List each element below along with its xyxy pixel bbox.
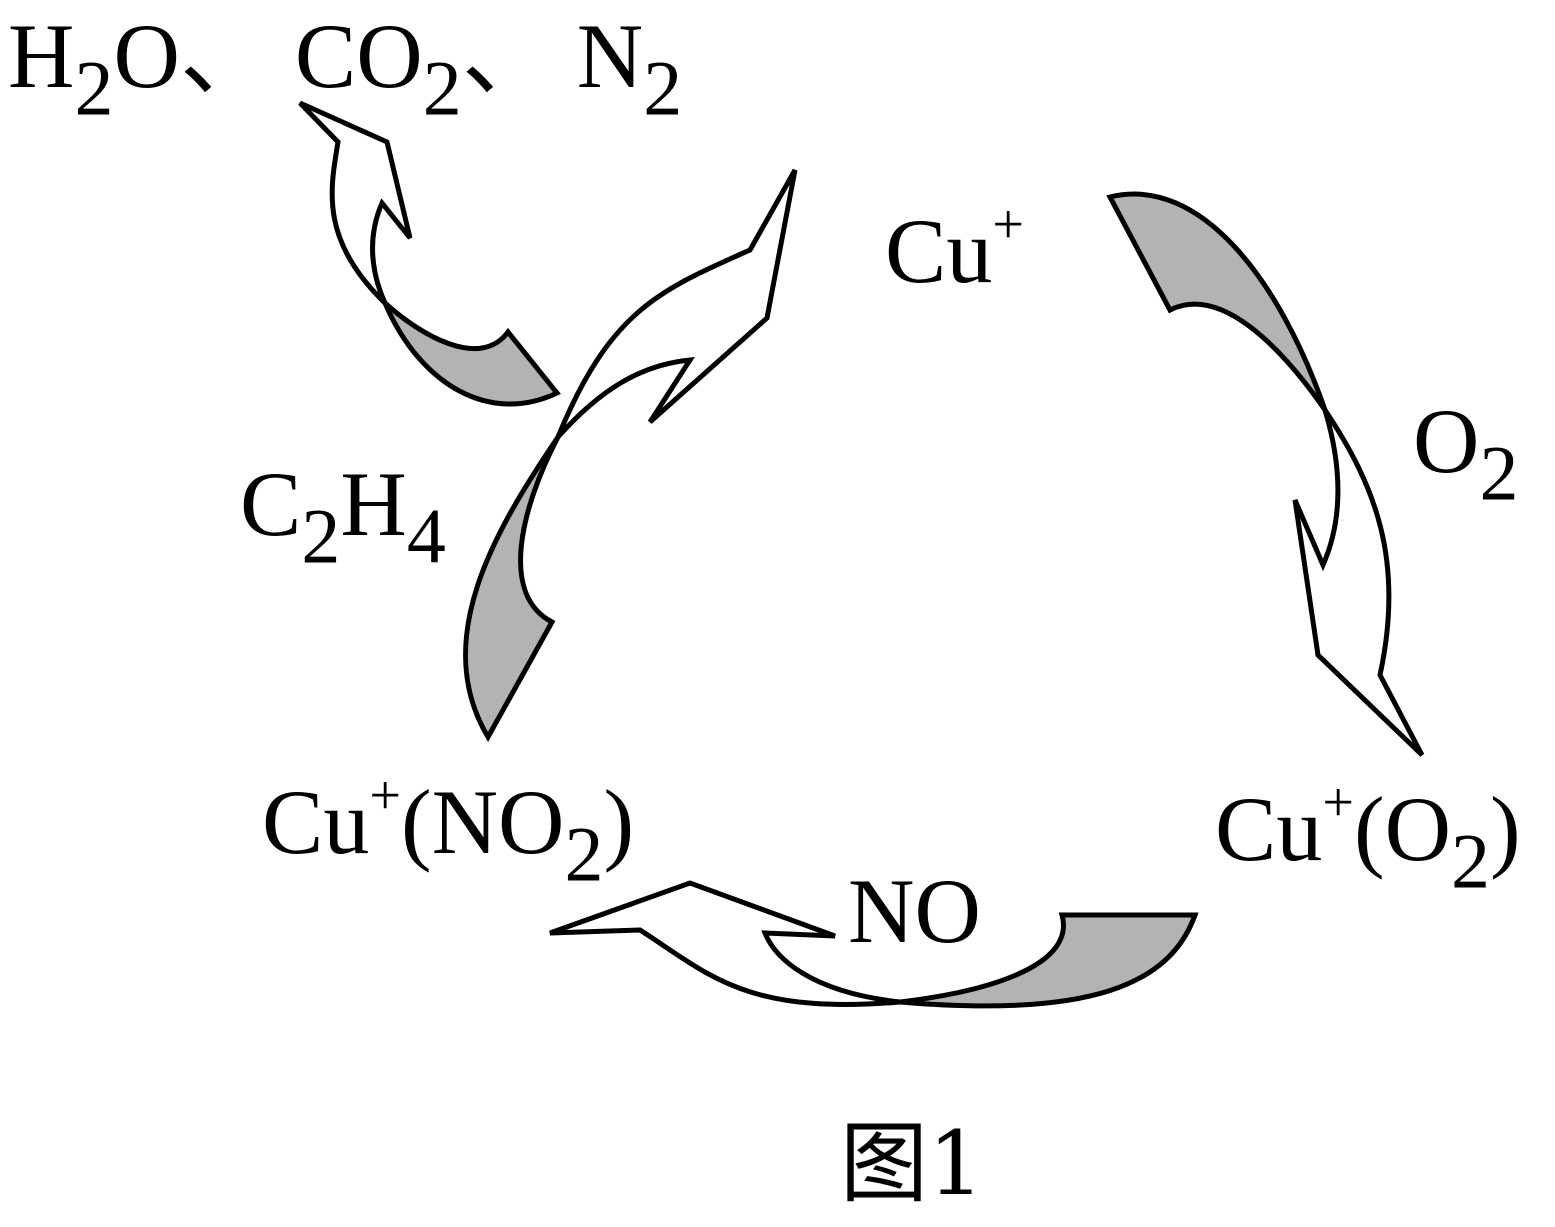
label-cu-plus: Cu+ [885,197,1024,297]
o-text: O、 [113,5,272,107]
sup: + [369,764,401,827]
sub: 2 [1479,429,1519,517]
arrow-tail-gray [382,301,561,407]
sub: 2 [643,44,683,132]
h-text: H [340,453,407,555]
label-cu-o2: Cu+(O2) [1215,775,1521,900]
arrow-head-white [549,880,901,1007]
sep: 、 [461,5,554,107]
arrow-head-white [1292,408,1425,757]
arrow-head-white [298,100,413,305]
arrow-tail-gray [1106,191,1328,412]
sub: 2 [74,44,114,132]
cu-text: Cu [1215,778,1323,880]
label-products: H2O、 CO2、 N2 [8,10,682,127]
co-text: CO [294,5,423,107]
paren: ) [1490,778,1521,880]
sup: + [1322,771,1354,834]
arrow-to-products [298,100,561,407]
sub: 4 [406,492,446,580]
sub: 2 [301,492,341,580]
figure-caption: 图1 [840,1112,984,1215]
sub: 2 [422,44,462,132]
h-text: H [8,5,75,107]
o-text: O [1413,390,1480,492]
c-text: C [240,453,302,555]
paren: ) [603,771,635,873]
sub: 2 [564,810,604,898]
arrow-cu-o2-to-cu-no2 [549,880,1199,1009]
arrow-cu-to-cu-o2 [1106,191,1425,757]
o-text: (O [1353,778,1452,880]
label-c2h4: C2H4 [240,458,446,575]
cu-text: Cu [885,200,993,302]
no-text: (NO [400,771,565,873]
label-no: NO [848,860,981,962]
label-cu-no2: Cu+(NO2) [262,768,634,893]
label-o2: O2 [1413,395,1518,512]
sup: + [992,193,1024,256]
arrow-tail-gray [899,912,1199,1009]
sub: 2 [1451,817,1491,905]
arrow-tail-gray [462,435,561,743]
n-text: N [576,5,644,107]
arrow-cu-no2-to-cu [462,168,798,743]
arrow-head-white [555,168,798,439]
cu-text: Cu [262,771,370,873]
